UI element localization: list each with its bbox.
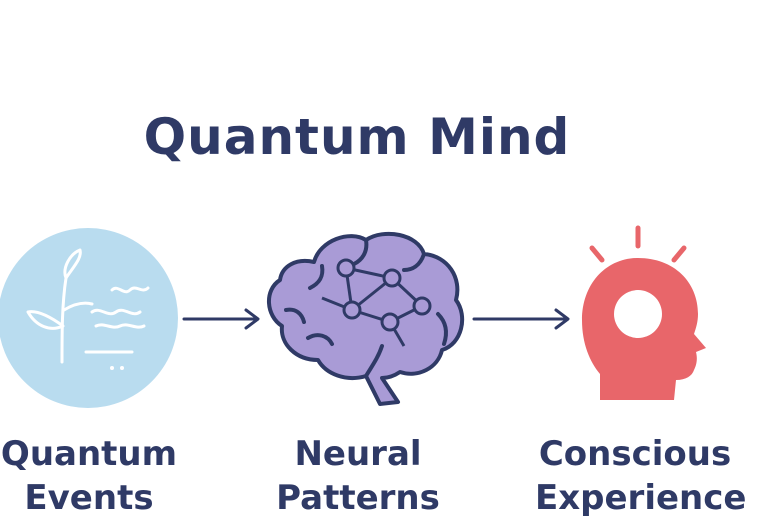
arrow-right-icon: [182, 308, 260, 330]
label-line-1: Quantum: [0, 434, 178, 474]
diagram-title: Quantum Mind: [143, 108, 571, 166]
label-line-1: Neural: [294, 434, 422, 474]
brain-network-icon: [267, 231, 465, 406]
label-line-2: Events: [24, 478, 154, 518]
plant-waves-icon: [0, 228, 178, 408]
arrow-right-icon: [472, 308, 570, 330]
label-line-1: Conscious: [538, 434, 732, 474]
head-lightbulb-icon: [582, 225, 706, 400]
label-quantum-events: Quantum Events: [0, 432, 178, 520]
label-line-2: Patterns: [276, 478, 440, 518]
label-line-2: Experience: [535, 478, 747, 518]
